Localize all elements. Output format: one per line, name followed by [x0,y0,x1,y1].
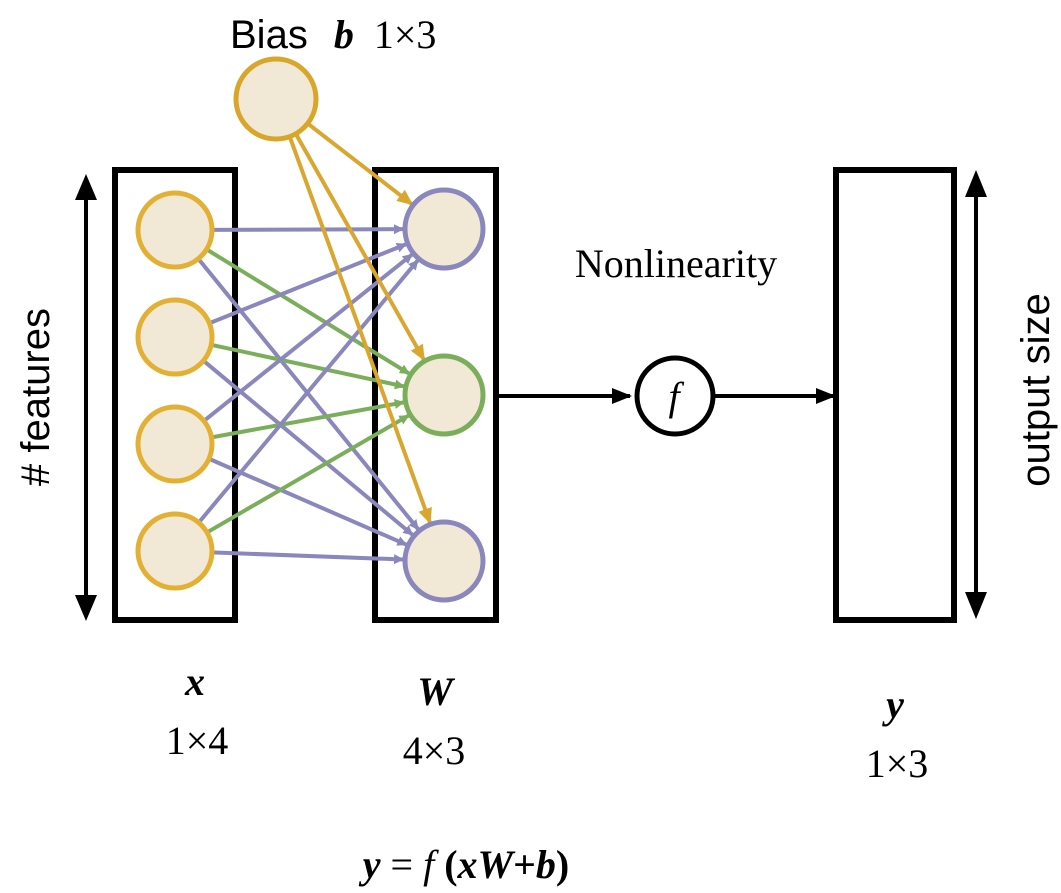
x-dims: 1×4 [166,718,229,763]
output-node-1 [402,187,486,271]
w-dims: 4×3 [403,728,466,773]
output-size-axis-label: output size [1014,293,1058,486]
features-axis-label: # features [14,308,58,486]
bias-node [233,56,319,142]
equation-open-paren: ( [434,842,457,887]
edge-x2-to-w3 [202,359,414,537]
edge-x4-to-w2 [206,413,410,535]
nonlinearity-label: Nonlinearity [575,241,777,286]
bias-word: Bias [230,13,308,57]
y-symbol: y [882,682,904,727]
input-node-4 [135,511,215,591]
output-layer-box [833,167,957,623]
equation-equals: = [381,842,424,887]
equation-w: W [478,842,516,887]
edge-x2-to-w1 [208,242,407,326]
bias-edge-to-w2 [294,132,426,362]
y-dims: 1×3 [866,741,929,786]
edge-x1-to-w1 [211,224,405,235]
equation-b: b [536,842,556,887]
bias-edge-to-w1 [306,121,414,206]
weight-connections [196,224,420,565]
edge-x3-to-w1 [202,253,414,423]
bias-dims: 1×3 [374,12,437,57]
bias-edge-to-w3 [287,135,432,525]
output-node-2 [402,353,486,437]
equation-x: x [457,842,478,887]
edge-x3-to-w2 [211,399,405,440]
output-size-axis [965,170,987,619]
equation: y = f (xW+b) [359,842,569,887]
edge-x4-to-w3 [211,550,405,565]
equation-plus: + [513,842,536,887]
equation-close-paren: ) [556,842,569,887]
function-node [634,355,716,437]
x-symbol: x [184,659,205,704]
network-nodes [135,56,486,603]
equation-y: y [359,842,381,887]
edge-x4-to-w1 [197,259,420,524]
bias-label: Bias b 1×3 [230,12,436,57]
edge-x2-to-w2 [210,342,405,390]
edge-x1-to-w2 [205,247,411,376]
bias-connections [287,121,432,525]
w-symbol: W [417,669,455,714]
input-node-3 [135,404,215,484]
input-node-2 [135,297,215,377]
input-node-1 [135,190,215,270]
features-axis [75,174,97,621]
bias-symbol: b [334,12,354,57]
output-node-3 [402,519,486,603]
